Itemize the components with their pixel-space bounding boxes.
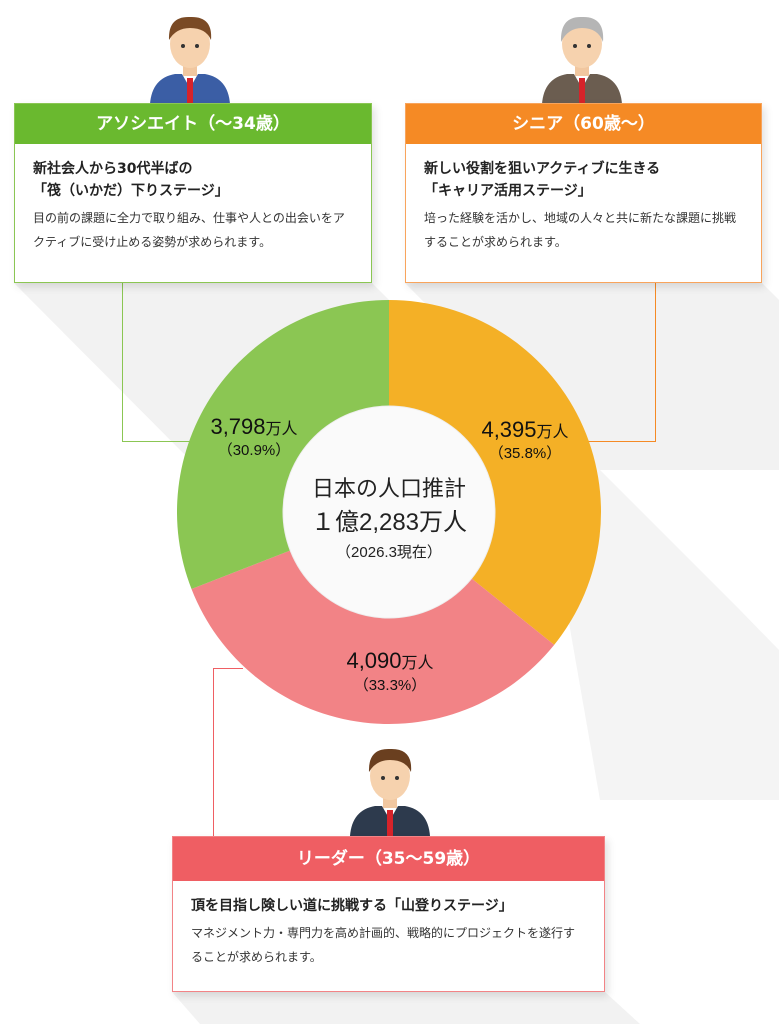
data-label-associate-percent: （30.9%） [218, 442, 291, 459]
associate-card-title-1: 新社会人から30代半ばの [33, 161, 193, 177]
center-value: １億2,283万人 [311, 509, 467, 536]
leader-card: リーダー（35〜59歳） 頂を目指し険しい道に挑戦する「山登りステージ」 マネジ… [172, 836, 605, 992]
donut-slice-1 [191, 550, 555, 725]
connector-leader [213, 668, 214, 836]
connector-senior [655, 283, 656, 441]
donut-slice-0 [389, 300, 602, 645]
senior-avatar-icon [542, 16, 622, 104]
leader-card-title: 頂を目指し険しい道に挑戦する「山登りステージ」 [191, 898, 513, 914]
leader-card-text: マネジメント力・専門力を高め計画的、戦略的にプロジェクトを遂行することが求められ… [191, 926, 576, 964]
senior-card-header: シニア（60歳〜） [406, 104, 761, 144]
leader-card-header: リーダー（35〜59歳） [173, 837, 604, 881]
associate-avatar-icon [150, 16, 230, 104]
associate-card-header: アソシエイト（〜34歳） [15, 104, 371, 144]
associate-card-text: 目の前の課題に全力で取り組み、仕事や人との出会いをアクティブに受け止める姿勢が求… [33, 211, 345, 249]
data-label-associate-value: 3,798万人 [210, 414, 297, 439]
leader-avatar-icon [350, 748, 430, 836]
data-label-leader-value: 4,090万人 [346, 648, 433, 673]
data-label-leader-percent: （33.3%） [354, 677, 427, 694]
data-label-senior-value: 4,395万人 [481, 417, 568, 442]
donut-center [282, 405, 496, 619]
senior-card-text: 培った経験を活かし、地域の人々と共に新たな課題に挑戦することが求められます。 [424, 211, 737, 249]
associate-card-title-2: 「筏（いかだ）下りステージ」 [33, 183, 229, 199]
associate-card: アソシエイト（〜34歳） 新社会人から30代半ばの 「筏（いかだ）下りステージ」… [14, 103, 372, 283]
senior-card-title-1: 新しい役割を狙いアクティブに生きる [424, 161, 661, 177]
senior-card-title-2: 「キャリア活用ステージ」 [424, 183, 592, 199]
connector-leader-h [213, 668, 243, 669]
connector-senior-h [570, 441, 656, 442]
data-label-senior-percent: （35.8%） [489, 445, 562, 462]
senior-card: シニア（60歳〜） 新しい役割を狙いアクティブに生きる 「キャリア活用ステージ」… [405, 103, 762, 283]
connector-associate [122, 283, 123, 441]
center-note: （2026.3現在） [336, 544, 442, 561]
connector-associate-h [122, 441, 212, 442]
donut-slice-2 [177, 300, 389, 590]
center-title: 日本の人口推計 [312, 476, 466, 501]
